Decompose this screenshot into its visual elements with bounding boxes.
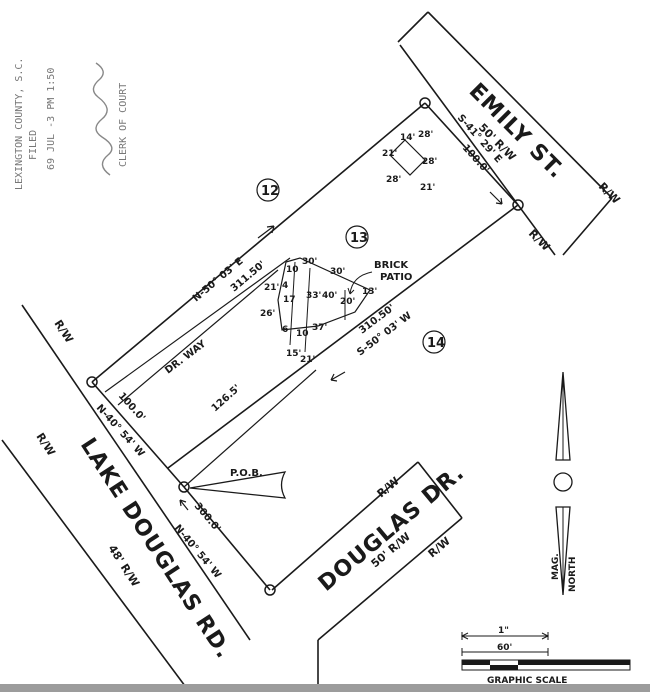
stamp-line-2: FILED bbox=[28, 130, 39, 160]
douglas-row-label-2: R/W bbox=[426, 535, 453, 561]
dim-h30b: 30' bbox=[330, 267, 345, 277]
north-label: NORTH bbox=[568, 557, 578, 592]
dim-h10b: 10 bbox=[296, 329, 309, 339]
dim-h26: 26' bbox=[260, 309, 275, 319]
dim-h40: 40' bbox=[322, 291, 337, 301]
driveway-label: DR. WAY bbox=[163, 338, 209, 376]
dim-21a: 21' bbox=[382, 149, 397, 159]
scale-inch: 1" bbox=[498, 626, 509, 636]
douglas-drive: DOUGLAS DR. 50' R/W R/W R/W bbox=[271, 460, 470, 690]
road-line-distance: 300.0' bbox=[192, 501, 223, 535]
scale-title: GRAPHIC SCALE bbox=[487, 676, 567, 686]
dim-h10: 10 bbox=[286, 265, 299, 275]
building-house: 10 30' 30' 21' 4 17 33' 40' 20' 13' 26' … bbox=[260, 257, 377, 365]
emily-row-label-2: R/W bbox=[526, 227, 553, 254]
pob-pointer: P.O.B. bbox=[189, 468, 287, 499]
dim-h21: 21' bbox=[264, 283, 279, 293]
dim-28b: 28' bbox=[422, 157, 437, 167]
dim-h21b: 21' bbox=[300, 355, 315, 365]
patio-label: PATIO bbox=[380, 272, 412, 283]
stamp-line-5: CLERK OF COURT bbox=[118, 83, 129, 167]
lot-numbers: 12 13 14 bbox=[256, 178, 446, 354]
dim-h6: 6 bbox=[282, 325, 288, 335]
dim-h4: 4 bbox=[282, 281, 288, 291]
stamp-line-1: LEXINGTON COUNTY, S.C. bbox=[14, 58, 25, 190]
brick-patio-note: BRICK PATIO bbox=[347, 260, 412, 295]
mag-label: MAG. bbox=[551, 553, 561, 580]
dim-h20: 20' bbox=[340, 297, 355, 307]
brick-label: BRICK bbox=[374, 260, 409, 271]
dim-21b: 21' bbox=[420, 183, 435, 193]
emily-row-label-1: R/W bbox=[596, 180, 623, 207]
north-arrow: MAG. NORTH bbox=[551, 371, 578, 596]
dim-28c: 28' bbox=[386, 175, 401, 185]
dim-14: 14' bbox=[400, 133, 415, 143]
side-line-distance: 126.5' bbox=[210, 383, 243, 414]
scale-feet: 60' bbox=[497, 643, 512, 653]
dim-h30a: 30' bbox=[302, 257, 317, 267]
dim-h15: 15' bbox=[286, 349, 301, 359]
lake-douglas-name: LAKE DOUGLAS RD. bbox=[75, 434, 236, 664]
lake-douglas-width: 48' R/W bbox=[105, 543, 142, 590]
line-arrows bbox=[179, 191, 503, 511]
corner-monuments bbox=[86, 97, 524, 596]
recording-stamp: LEXINGTON COUNTY, S.C. FILED 69 JUL -3 P… bbox=[14, 58, 57, 190]
monument-douglas bbox=[264, 584, 276, 596]
lake-douglas-row-label-1: R/W bbox=[51, 318, 75, 346]
lot-14: 14 bbox=[427, 336, 445, 351]
west-line-distance: 100.0' bbox=[116, 391, 147, 424]
monument-lake-north bbox=[86, 376, 98, 388]
lake-douglas-road: LAKE DOUGLAS RD. 48' R/W R/W R/W bbox=[1, 304, 251, 691]
bottom-border bbox=[0, 684, 650, 692]
monument-pob bbox=[178, 481, 190, 493]
dim-h37: 37' bbox=[312, 323, 327, 333]
parcel-lines bbox=[91, 102, 519, 591]
dim-h33: 33' bbox=[306, 291, 321, 301]
pob-label: P.O.B. bbox=[230, 468, 263, 479]
dim-h13: 13' bbox=[362, 287, 377, 297]
lot-12: 12 bbox=[261, 184, 279, 199]
monument-emily-south bbox=[512, 199, 524, 211]
lake-douglas-row-label-2: R/W bbox=[33, 431, 57, 459]
graphic-scale: 1" 60' GRAPHIC SCALE bbox=[460, 626, 631, 686]
clerk-signature: CLERK OF COURT bbox=[92, 62, 129, 176]
douglas-row-label-1: R/W bbox=[375, 475, 402, 501]
dim-h17: 17 bbox=[283, 295, 296, 305]
building-emily: 14' 28' 21' 28' 28' 21' bbox=[382, 130, 437, 193]
dim-28a: 28' bbox=[418, 130, 433, 140]
stamp-line-3: 69 JUL -3 PM 1:50 bbox=[46, 68, 57, 170]
lot-13: 13 bbox=[350, 231, 368, 246]
monument-emily-north bbox=[419, 97, 431, 109]
